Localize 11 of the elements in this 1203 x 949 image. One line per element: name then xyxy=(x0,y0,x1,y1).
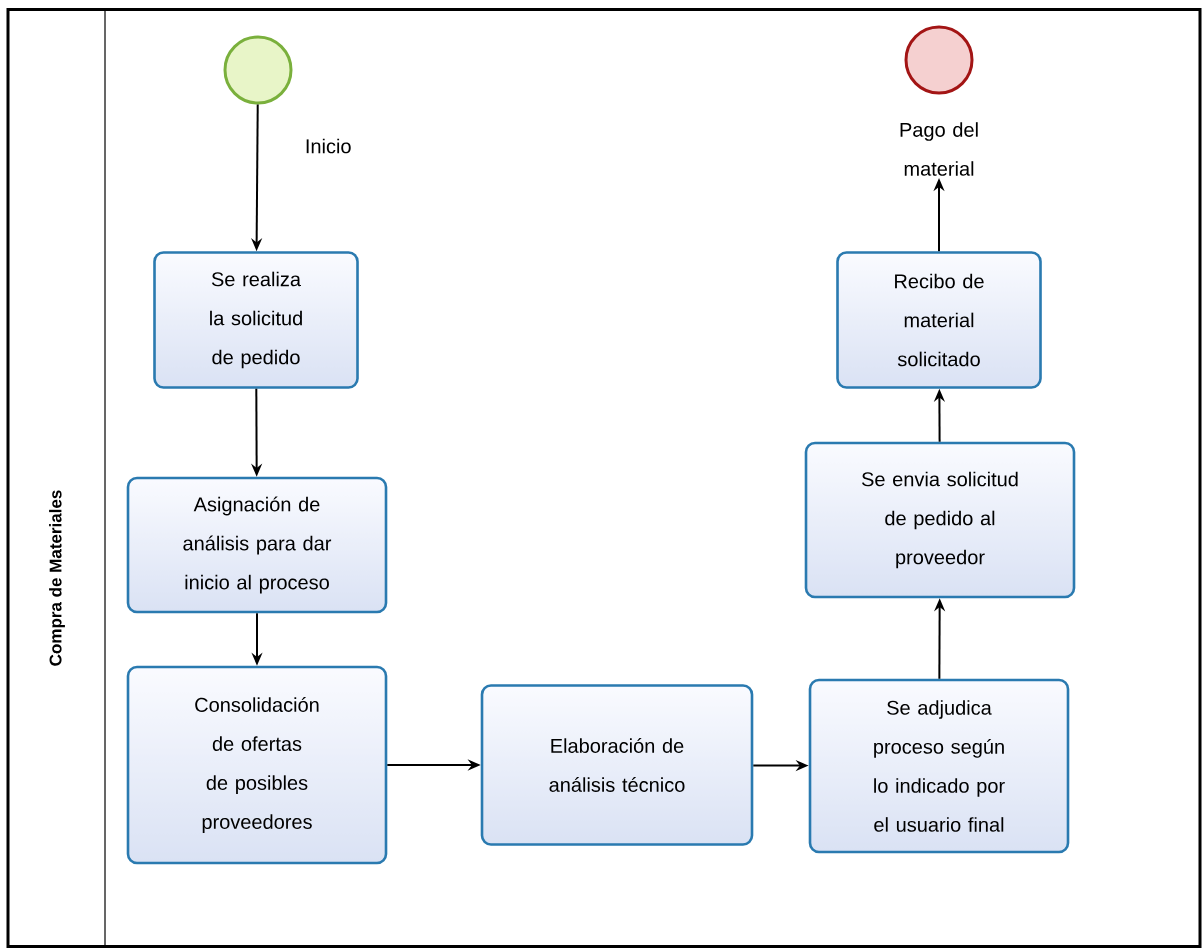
event-label: Inicio xyxy=(306,138,351,154)
task-box: Asignación de análisis para dar inicio al proceso xyxy=(126,476,388,614)
end-event-circle xyxy=(904,25,974,95)
task-box: Consolidación de ofertas de posibles proveedores xyxy=(126,665,388,865)
task-box: Se realiza la solicitud de pedido xyxy=(153,251,359,389)
start-event-circle xyxy=(223,35,293,105)
task-box: Elaboración de análisis técnico xyxy=(480,684,754,846)
task-box: Se adjudica proceso según lo indicado por el usuario final xyxy=(808,678,1070,854)
task-box: Se envia solicitud de pedido al proveedor xyxy=(804,441,1076,599)
task-box: Recibo de material solicitado xyxy=(836,251,1042,389)
event-label: Pago del material xyxy=(900,122,978,176)
